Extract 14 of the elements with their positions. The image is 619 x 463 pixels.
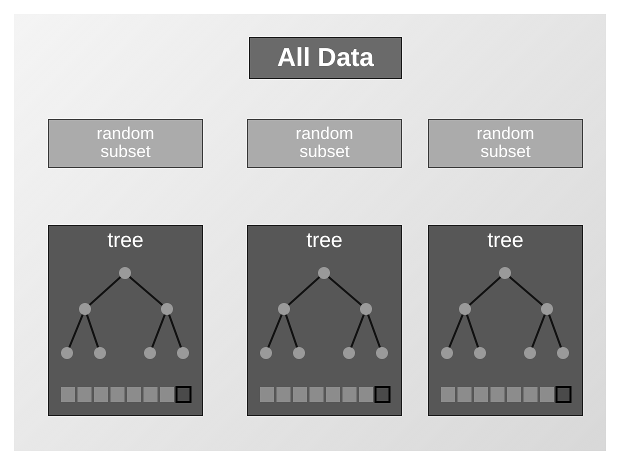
tree-panel <box>247 225 402 416</box>
subset-box <box>428 119 583 168</box>
tree-panel <box>428 225 583 416</box>
subset-box <box>48 119 203 168</box>
tree-label: tree <box>106 229 145 253</box>
subset-label: random subset <box>294 125 354 161</box>
subset-label: random subset <box>476 125 536 161</box>
title-text: All Data <box>276 42 375 73</box>
title-box <box>249 37 402 79</box>
subset-label: random subset <box>96 125 156 161</box>
tree-panel <box>48 225 203 416</box>
subset-box <box>247 119 402 168</box>
tree-label: tree <box>486 229 525 253</box>
tree-label: tree <box>305 229 344 253</box>
